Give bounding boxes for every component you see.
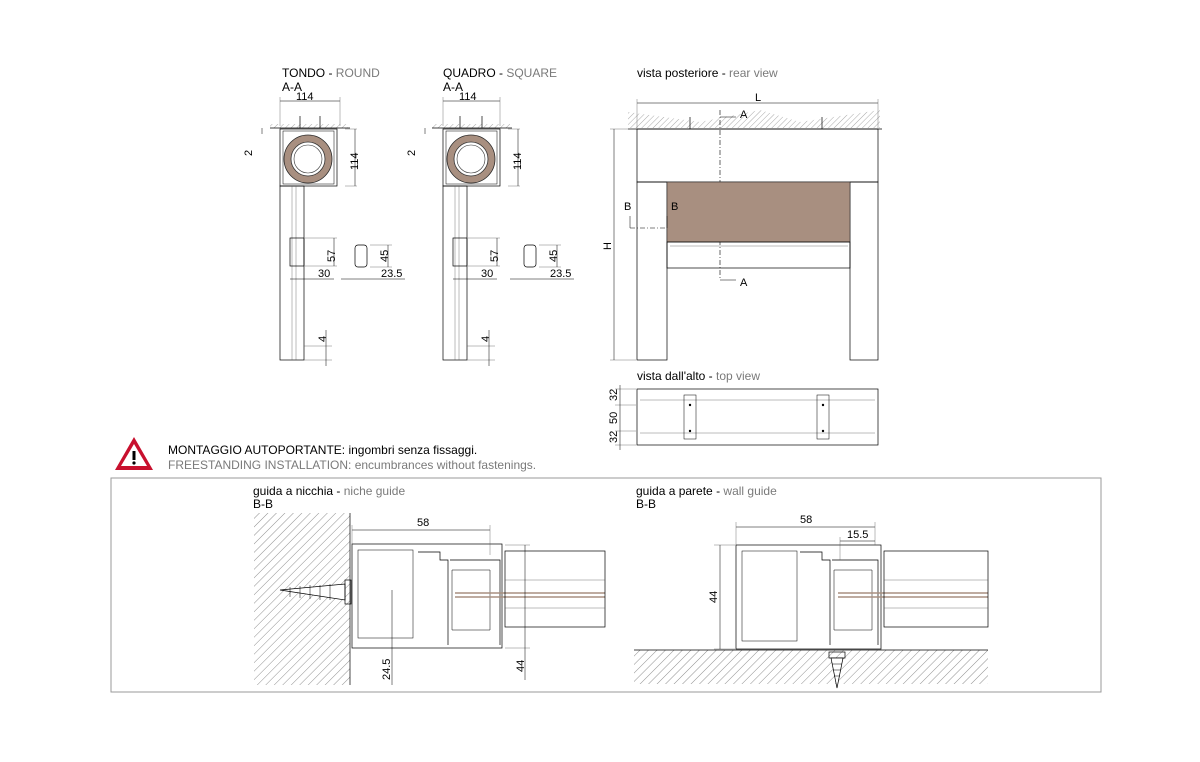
top-dim-50: 50 xyxy=(608,412,620,424)
square-height-dim: 114 xyxy=(512,152,524,170)
square-title: QUADRO - SQUARE xyxy=(443,66,557,80)
wall-guide-detail: guida a parete - wall guide B-B 58 xyxy=(634,484,989,689)
wall-screw xyxy=(828,651,846,689)
square-width-dim: 114 xyxy=(459,91,477,103)
top-dim-32-lower: 32 xyxy=(608,431,620,443)
round-width-dim: 114 xyxy=(296,91,314,103)
rear-fabric-panel xyxy=(666,181,851,243)
wall-guide-title: guida a parete - wall guide xyxy=(636,484,777,498)
top-view: vista dall'alto - top view 32 50 32 xyxy=(608,369,879,450)
wall-offset-dim: 15.5 xyxy=(847,529,868,541)
section-b-left-marker: B xyxy=(624,201,631,213)
niche-guide-title: guida a nicchia - niche guide xyxy=(253,484,405,498)
section-a-bottom-marker: A xyxy=(740,277,748,289)
rear-view: vista posteriore - rear view L A A B B xyxy=(602,66,882,361)
wall-height-dim: 44 xyxy=(708,591,720,603)
square-guide-height-dim: 57 xyxy=(489,250,501,262)
square-foot-dim: 4 xyxy=(480,336,492,342)
wall-width-dim: 58 xyxy=(800,514,812,526)
niche-depth-dim: 24.5 xyxy=(381,659,393,680)
square-clip-width-dim: 23.5 xyxy=(550,268,571,280)
round-foot-dim: 4 xyxy=(317,336,329,342)
wall-section-label: B-B xyxy=(636,497,656,511)
detail-frame xyxy=(110,477,1102,693)
niche-screw xyxy=(279,579,352,605)
round-clip-width-dim: 23.5 xyxy=(381,268,402,280)
round-guide-height-dim: 57 xyxy=(326,250,338,262)
warning-note: MONTAGGIO AUTOPORTANTE: ingombri senza f… xyxy=(115,437,536,472)
square-section-label: A-A xyxy=(443,80,463,94)
niche-guide-detail: guida a nicchia - niche guide B-B xyxy=(253,484,606,685)
round-title: TONDO - ROUND xyxy=(282,66,380,80)
warning-triangle-icon xyxy=(115,437,153,470)
square-guide-width-dim: 30 xyxy=(481,268,493,280)
round-gap-dim: 2 xyxy=(243,150,255,156)
round-clip-height-dim: 45 xyxy=(379,250,391,262)
niche-section-label: B-B xyxy=(253,497,273,511)
rear-length-dim: L xyxy=(755,92,761,104)
warning-text-it: MONTAGGIO AUTOPORTANTE: ingombri senza f… xyxy=(168,443,477,457)
round-height-dim: 114 xyxy=(349,152,361,170)
square-section-view: QUADRO - SQUARE A-A 114 2 114 57 30 xyxy=(406,66,574,366)
warning-text-en: FREESTANDING INSTALLATION: encumbrances … xyxy=(168,458,536,472)
top-view-title: vista dall'alto - top view xyxy=(637,369,760,383)
niche-height-dim: 44 xyxy=(515,660,527,672)
top-dim-32-upper: 32 xyxy=(608,389,620,401)
round-section-label: A-A xyxy=(282,80,302,94)
rear-height-dim: H xyxy=(602,242,614,250)
round-section-view: TONDO - ROUND A-A 114 2 114 57 xyxy=(243,66,405,366)
round-guide-width-dim: 30 xyxy=(318,268,330,280)
square-gap-dim: 2 xyxy=(406,150,418,156)
section-a-top-marker: A xyxy=(740,109,748,121)
section-b-right-marker: B xyxy=(671,201,678,213)
niche-width-dim: 58 xyxy=(417,517,429,529)
square-clip-height-dim: 45 xyxy=(548,250,560,262)
rear-view-title: vista posteriore - rear view xyxy=(637,66,778,80)
